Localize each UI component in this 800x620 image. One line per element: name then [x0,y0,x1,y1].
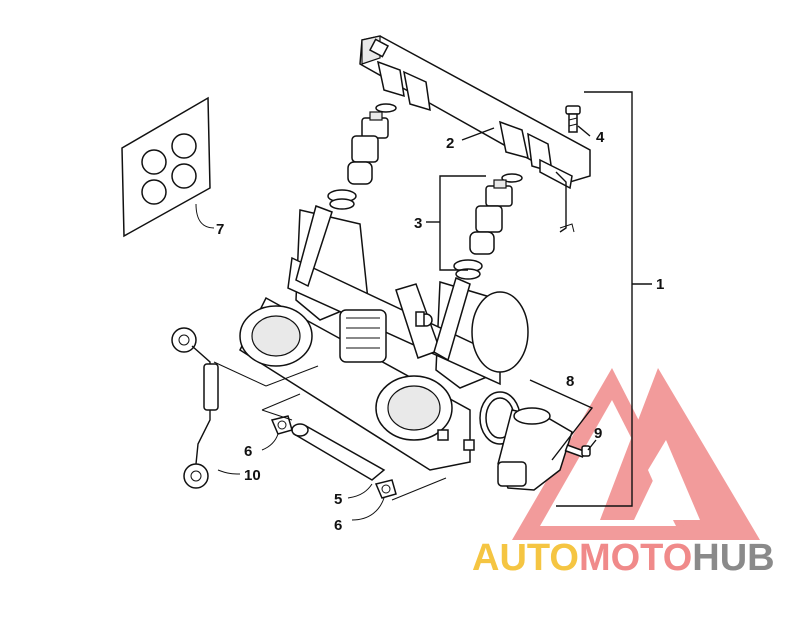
watermark-auto: AUTO [472,537,579,579]
hose [291,423,386,481]
throttle-body [239,205,529,471]
callout-4: 4 [596,129,605,146]
svg-text:AUTOMOTOHUB: AUTOMOTOHUB [472,537,775,579]
hose-clamp-lower [374,479,397,499]
callout-10: 10 [244,467,261,484]
watermark-hub: HUB [692,537,774,579]
fuel-rail [359,35,591,233]
callout-6-upper: 6 [244,443,252,460]
callout-3: 3 [414,215,422,232]
callout-9: 9 [594,425,602,442]
hose-clamp-upper [270,415,293,435]
leader-lines [195,91,652,521]
watermark-logo [512,368,760,540]
vent-link [171,327,219,489]
injector-right [453,173,523,280]
rail-bolt [565,105,581,133]
throttle-position-sensor [479,391,573,491]
sensor-screw [564,444,591,458]
callout-1: 1 [656,276,664,293]
callout-labels: 1 2 3 4 5 6 6 7 8 9 10 [216,129,664,534]
callout-6-lower: 6 [334,517,342,534]
watermark-moto: MOTO [579,537,692,579]
watermark-wordmark: AUTOMOTOHUB [472,537,775,579]
seal-gasket-sheet [121,96,211,238]
callout-7: 7 [216,221,224,238]
callout-2: 2 [446,135,454,152]
injector-left [327,103,397,210]
callout-8: 8 [566,373,574,390]
callout-5: 5 [334,491,342,508]
